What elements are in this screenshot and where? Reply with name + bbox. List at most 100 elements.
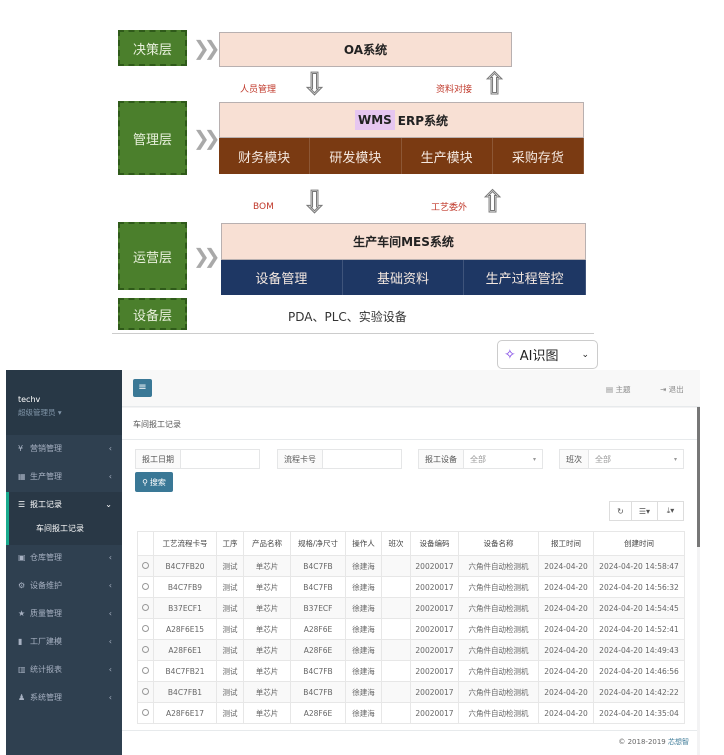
table-cell: 测试 bbox=[216, 576, 244, 598]
sidebar-item-stats[interactable]: ▥统计报表‹ bbox=[18, 664, 112, 674]
chevron-icon: ❯❯ bbox=[193, 126, 220, 150]
row-radio[interactable] bbox=[142, 603, 149, 611]
sidebar-item-production[interactable]: ▦生产管理‹ bbox=[18, 471, 112, 481]
search-button[interactable]: ⚲搜索 bbox=[135, 472, 173, 492]
divider bbox=[112, 333, 594, 334]
columns-icon[interactable]: ☰▾ bbox=[632, 502, 658, 520]
sidebar-item-system[interactable]: ♟系统管理‹ bbox=[18, 692, 112, 702]
select-cell[interactable] bbox=[137, 576, 154, 598]
star-icon: ★ bbox=[18, 608, 26, 618]
flow-label: 人员管理 bbox=[240, 85, 277, 95]
report-date-field[interactable]: 报工日期 bbox=[135, 449, 260, 469]
layer-device: 设备层 bbox=[118, 298, 187, 330]
column-header[interactable]: 班次 bbox=[381, 531, 411, 556]
select-cell[interactable] bbox=[137, 597, 154, 619]
column-header[interactable]: 设备编码 bbox=[410, 531, 459, 556]
table-cell: 测试 bbox=[216, 681, 244, 703]
column-header[interactable]: 设备名称 bbox=[458, 531, 539, 556]
ai-recognize-button[interactable]: ✧ AI识图 ⌄ bbox=[497, 340, 598, 369]
table-cell: B4C7FB20 bbox=[153, 555, 217, 577]
sidebar-item-equipment[interactable]: ⚙设备维护‹ bbox=[18, 580, 112, 590]
column-header[interactable]: 工序 bbox=[216, 531, 244, 556]
table-cell: 20020017 bbox=[410, 660, 459, 682]
mes-module: 基础资料 bbox=[343, 260, 465, 295]
shift-select[interactable]: 班次全部▾ bbox=[559, 449, 684, 469]
sidebar-item-report[interactable]: ☰报工记录⌄ bbox=[18, 499, 112, 509]
table-cell: 徐建海 bbox=[345, 681, 382, 703]
table-cell: 20020017 bbox=[410, 681, 459, 703]
table-cell: A28F6E bbox=[290, 702, 346, 724]
table-cell: B37ECF bbox=[290, 597, 346, 619]
refresh-icon[interactable]: ↻ bbox=[610, 502, 632, 520]
user-role-dropdown[interactable]: 超级管理员 ▾ bbox=[18, 408, 62, 417]
column-header[interactable]: 报工时间 bbox=[538, 531, 594, 556]
sidebar-subitem-workshop-report[interactable]: 车间报工记录 bbox=[36, 523, 84, 533]
table-cell: 2024-04-20 bbox=[538, 576, 594, 598]
sidebar-item-factory[interactable]: ▮工厂建模‹ bbox=[18, 636, 112, 646]
table-cell: 六角件自动检测机 bbox=[458, 618, 539, 640]
row-radio[interactable] bbox=[142, 687, 149, 695]
table-cell bbox=[381, 660, 411, 682]
production-icon: ▦ bbox=[18, 471, 26, 481]
footer: © 2018-2019 芯想智 bbox=[122, 730, 697, 755]
logout-button[interactable]: ⇥ 退出 bbox=[660, 385, 684, 394]
select-cell[interactable] bbox=[137, 555, 154, 577]
row-radio[interactable] bbox=[142, 582, 149, 590]
row-radio[interactable] bbox=[142, 561, 149, 569]
scrollbar[interactable] bbox=[697, 407, 700, 547]
row-radio[interactable] bbox=[142, 624, 149, 632]
brand-link[interactable]: 芯想智 bbox=[668, 738, 689, 746]
table-cell: 六角件自动检测机 bbox=[458, 681, 539, 703]
row-radio[interactable] bbox=[142, 666, 149, 674]
select-cell[interactable] bbox=[137, 639, 154, 661]
column-header[interactable]: 产品名称 bbox=[243, 531, 291, 556]
select-cell[interactable] bbox=[137, 618, 154, 640]
row-radio[interactable] bbox=[142, 708, 149, 716]
table-cell: 六角件自动检测机 bbox=[458, 576, 539, 598]
sidebar-item-warehouse[interactable]: ▣仓库管理‹ bbox=[18, 552, 112, 562]
table-cell: A28F6E bbox=[290, 618, 346, 640]
column-header[interactable]: 工艺流程卡号 bbox=[153, 531, 217, 556]
mes-system: 生产车间MES系统 bbox=[221, 223, 586, 260]
down-arrow-icon: ⇩ bbox=[301, 185, 328, 220]
sidebar-item-quality[interactable]: ★质量管理‹ bbox=[18, 608, 112, 618]
table-cell: 六角件自动检测机 bbox=[458, 660, 539, 682]
table-cell: 2024-04-20 14:54:45 bbox=[593, 597, 685, 619]
device-select[interactable]: 报工设备全部▾ bbox=[418, 449, 543, 469]
export-icon[interactable]: ⤓▾ bbox=[666, 506, 675, 515]
select-cell[interactable] bbox=[137, 702, 154, 724]
table-cell: 徐建海 bbox=[345, 702, 382, 724]
theme-button[interactable]: ▤ 主题 bbox=[606, 385, 631, 394]
table-cell: 20020017 bbox=[410, 618, 459, 640]
table-cell: B4C7FB bbox=[290, 555, 346, 577]
row-radio[interactable] bbox=[142, 645, 149, 653]
sidebar-item-sales[interactable]: ¥营销管理‹ bbox=[18, 443, 112, 453]
select-cell[interactable] bbox=[137, 660, 154, 682]
column-header[interactable]: 操作人 bbox=[345, 531, 382, 556]
flow-label: 工艺委外 bbox=[431, 203, 468, 213]
ai-button-label: AI识图 bbox=[519, 349, 559, 364]
column-header[interactable]: 创建时间 bbox=[593, 531, 685, 556]
select-cell[interactable] bbox=[137, 681, 154, 703]
table-cell: 测试 bbox=[216, 639, 244, 661]
copyright: © 2018-2019 bbox=[618, 738, 666, 746]
table-cell: 2024-04-20 14:35:04 bbox=[593, 702, 685, 724]
menu-toggle-button[interactable]: ≡ bbox=[133, 379, 152, 397]
list-icon: ☰ bbox=[18, 499, 26, 509]
card-number-field[interactable]: 流程卡号 bbox=[277, 449, 402, 469]
column-header[interactable]: 规格/净尺寸 bbox=[290, 531, 346, 556]
table-cell: 2024-04-20 bbox=[538, 597, 594, 619]
table-cell: B4C7FB bbox=[290, 681, 346, 703]
mes-module: 设备管理 bbox=[221, 260, 343, 295]
table-cell: 20020017 bbox=[410, 597, 459, 619]
table-cell: 2024-04-20 14:46:56 bbox=[593, 660, 685, 682]
table-cell: 六角件自动检测机 bbox=[458, 597, 539, 619]
